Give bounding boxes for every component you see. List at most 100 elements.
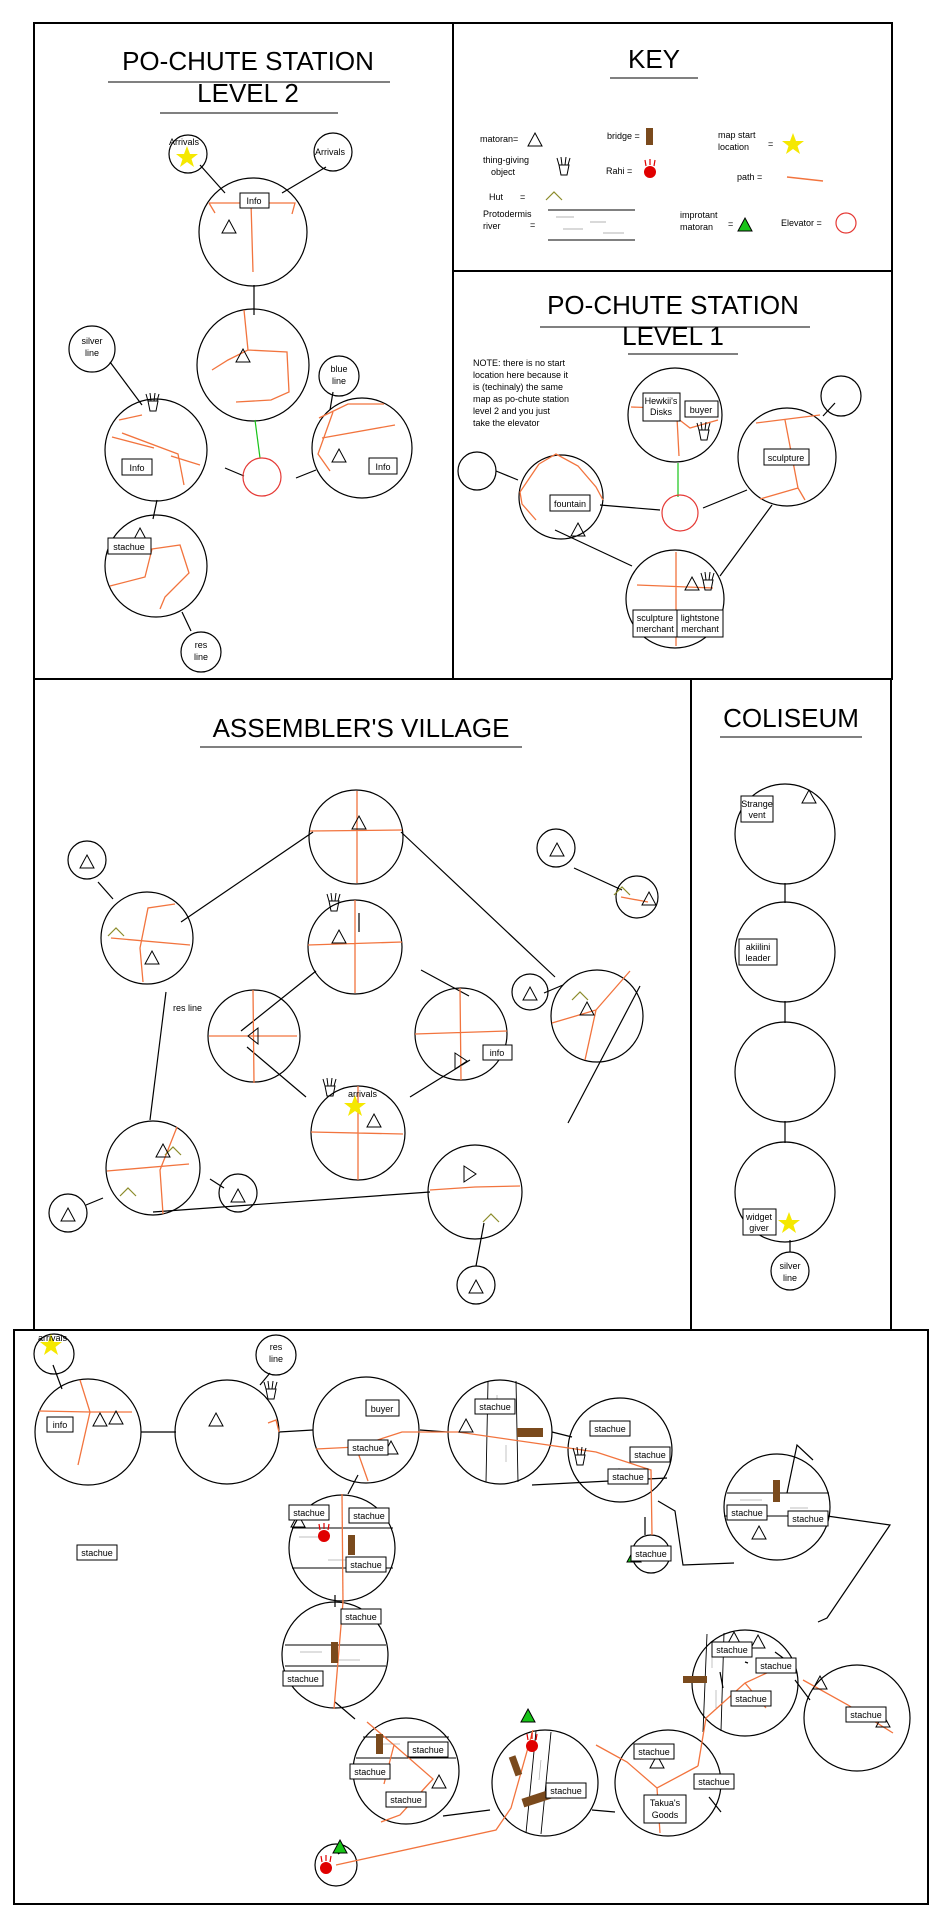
b-stachue-label: stachue xyxy=(282,1670,324,1687)
b-stachue-cluster-node xyxy=(567,1397,673,1503)
l2-start-star-icon xyxy=(176,146,198,167)
col-akiilini-label-2: leader xyxy=(745,953,770,963)
b-stachue-label: stachue xyxy=(385,1791,427,1808)
svg-text:stachue: stachue xyxy=(287,1674,319,1684)
key-matoran-icon xyxy=(527,132,543,147)
col-empty-node xyxy=(734,1021,836,1123)
l1-fountain-label: fountain xyxy=(554,499,586,509)
col-silver-label-2: line xyxy=(783,1273,797,1283)
key-elevator-icon xyxy=(835,212,857,234)
av-top-node xyxy=(308,789,404,885)
l1-matoran-icon xyxy=(570,522,586,537)
b-stachue-label: stachue xyxy=(76,1544,118,1561)
b-stachue-label: stachue xyxy=(845,1706,887,1723)
svg-text:stachue: stachue xyxy=(634,1450,666,1460)
col-akiilini-label-1: akiilini xyxy=(746,942,771,952)
key-panel: KEY matoran= thing-giving object Hut = P… xyxy=(480,44,857,241)
svg-text:stachue: stachue xyxy=(850,1710,882,1720)
b-far-right-node xyxy=(803,1664,911,1772)
av-sw-small-node xyxy=(48,1193,88,1233)
col-akiilini-node xyxy=(734,901,836,1003)
l2-blue-label-2: line xyxy=(332,376,346,386)
assembler-panel: ASSEMBLER'S VILLAGE xyxy=(48,713,659,1305)
key-thing-giving-icon xyxy=(556,156,571,176)
av-south-small-node xyxy=(218,1173,258,1213)
svg-text:stachue: stachue xyxy=(412,1745,444,1755)
b-arrivals-label: arrivals xyxy=(38,1333,68,1343)
b-stachue-label: stachue xyxy=(545,1782,587,1799)
b-stachue-label: stachue xyxy=(474,1398,516,1415)
b-stachue-label: stachue xyxy=(340,1608,382,1625)
key-map-start-label-1: map start xyxy=(718,130,756,140)
av-matoran-icon xyxy=(247,1026,259,1046)
key-path-icon xyxy=(786,176,824,182)
svg-text:stachue: stachue xyxy=(345,1612,377,1622)
svg-text:=: = xyxy=(530,220,535,230)
l1-sculpture-label: sculpture xyxy=(768,453,805,463)
av-arrivals-label: arrivals xyxy=(348,1089,378,1099)
b-stachue-label: stachue xyxy=(633,1743,675,1760)
av-info-label: info xyxy=(490,1048,505,1058)
b-matoran-icon xyxy=(750,1634,766,1649)
l1-note-line3: is (techinaly) the same xyxy=(473,382,563,392)
l2-info-right-label: Info xyxy=(375,462,390,472)
l2-stachue-node xyxy=(104,514,208,618)
svg-text:stachue: stachue xyxy=(350,1560,382,1570)
key-elevator-label: Elevator = xyxy=(781,218,822,228)
av-matoran-icon xyxy=(79,854,95,869)
svg-text:stachue: stachue xyxy=(760,1661,792,1671)
av-east-node xyxy=(550,969,644,1063)
col-widget-label-2: giver xyxy=(749,1223,769,1233)
level1-title-line1: PO-CHUTE STATION xyxy=(547,290,799,320)
svg-text:stachue: stachue xyxy=(390,1795,422,1805)
b-stachue-label: stachue xyxy=(345,1556,387,1573)
svg-text:stachue: stachue xyxy=(81,1548,113,1558)
key-rahi-label: Rahi = xyxy=(606,166,632,176)
av-southeast-node xyxy=(427,1144,523,1240)
level2-panel: PO-CHUTE STATION LEVEL 2 xyxy=(68,46,413,673)
av-matoran-icon xyxy=(60,1207,76,1222)
key-hut-icon xyxy=(545,191,563,201)
col-strange-vent-node xyxy=(734,783,836,885)
b-bridges xyxy=(331,1428,780,1808)
l1-sculpture-merchant-label-1: sculpture xyxy=(637,613,674,623)
l2-silver-label-1: silver xyxy=(81,336,102,346)
b-bottom-small-node xyxy=(314,1843,358,1887)
av-ne-small-node xyxy=(536,828,576,868)
b-stachue-label: stachue xyxy=(787,1510,829,1527)
level1-title-line2: LEVEL 1 xyxy=(622,321,724,351)
av-thing-giving-icon xyxy=(322,1077,337,1097)
svg-text:stachue: stachue xyxy=(731,1508,763,1518)
av-west-node xyxy=(100,891,194,985)
key-protodermis-label-2: river xyxy=(483,221,501,231)
b-matoran-icon xyxy=(108,1410,124,1425)
av-bottom-small-node xyxy=(456,1265,496,1305)
b-res-label-1: res xyxy=(270,1342,283,1352)
l2-silver-label-2: line xyxy=(85,348,99,358)
b-stachue-label: stachue xyxy=(755,1657,797,1674)
l2-arrivals-right-label: Arrivals xyxy=(315,147,346,157)
b-stachue-label: stachue xyxy=(693,1773,735,1790)
level2-title-line2: LEVEL 2 xyxy=(197,78,299,108)
key-bridge-label: bridge = xyxy=(607,131,640,141)
l2-blue-line-node xyxy=(318,355,360,397)
l1-lightstone-label-1: lightstone xyxy=(681,613,720,623)
svg-text:stachue: stachue xyxy=(479,1402,511,1412)
b-stachue-label: stachue xyxy=(407,1741,449,1758)
key-start-star-icon xyxy=(782,133,804,154)
key-path-label: path = xyxy=(737,172,762,182)
av-matoran-icon xyxy=(331,929,347,944)
key-thing-giving-label-1: thing-giving xyxy=(483,155,529,165)
b-res-label-2: line xyxy=(269,1354,283,1364)
key-river-icon xyxy=(548,209,635,241)
svg-text:stachue: stachue xyxy=(354,1767,386,1777)
b-bridge-rahi-node xyxy=(491,1729,599,1837)
key-important-icon xyxy=(737,217,753,232)
av-east-small-node xyxy=(511,973,549,1011)
l2-blue-label-1: blue xyxy=(330,364,347,374)
key-thing-giving-label-2: object xyxy=(491,167,516,177)
coliseum-title: COLISEUM xyxy=(723,703,859,733)
l2-stachue-label: stachue xyxy=(113,542,145,552)
b-matoran-icon xyxy=(431,1774,447,1789)
panel-frames xyxy=(13,22,929,1905)
